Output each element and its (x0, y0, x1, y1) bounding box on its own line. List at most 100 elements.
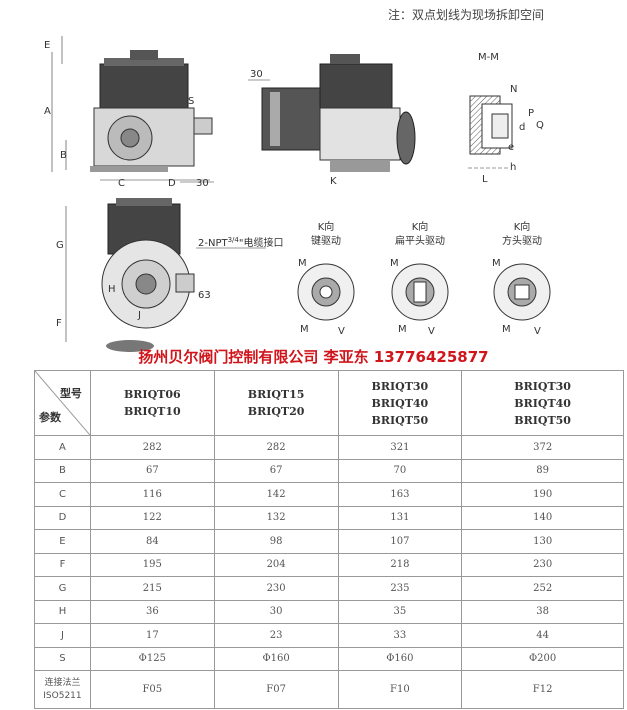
view3-v: V (534, 326, 541, 337)
table-cell: 33 (337, 623, 463, 648)
table-cell: 140 (461, 505, 624, 530)
view3-m-bottom: M (502, 324, 511, 335)
table-cell: 321 (337, 435, 463, 460)
table-cell: F07 (213, 670, 339, 709)
row-label: S (34, 646, 91, 671)
table-cell: 122 (89, 505, 215, 530)
table-cell: 235 (337, 576, 463, 601)
connection-label: 2-NPT3/4"电缆接口 (198, 236, 283, 249)
dim-s: S (188, 96, 194, 107)
dim-30-left: 30 (196, 178, 209, 189)
table-cell: 282 (89, 435, 215, 460)
table-cell: F10 (337, 670, 463, 709)
table-cell: Φ200 (461, 646, 624, 671)
label-h: h (510, 162, 516, 173)
table-cell: 190 (461, 482, 624, 507)
dim-c: C (118, 178, 125, 189)
row-label: E (34, 529, 91, 554)
table-cell: 23 (213, 623, 339, 648)
dim-j: J (137, 310, 141, 321)
table-cell: 130 (461, 529, 624, 554)
k-marker: K (330, 176, 337, 187)
table-cell: 38 (461, 599, 624, 624)
view3-subtitle: 方头驱动 (502, 234, 542, 247)
label-q: Q (536, 120, 544, 131)
table-cell: 230 (461, 552, 624, 577)
view1-m-bottom: M (300, 324, 309, 335)
corner-param-label: 参数 (39, 411, 61, 424)
table-cell: F12 (461, 670, 624, 709)
dim-g: G (56, 240, 64, 251)
table-cell: 142 (213, 482, 339, 507)
row-label: A (34, 435, 91, 460)
table-cell: 30 (213, 599, 339, 624)
table-cell: 204 (213, 552, 339, 577)
table-corner-cell: 型号 参数 (34, 370, 91, 436)
view1-m-top: M (298, 258, 307, 269)
table-cell: 17 (89, 623, 215, 648)
table-cell: 252 (461, 576, 624, 601)
side-view: 30 K (248, 54, 416, 187)
company-contact: 扬州贝尔阀门控制有限公司 李亚东 13776425877 (138, 348, 489, 366)
k-views: K向 键驱动 M M V K向 扁平头驱动 M M V K向 方头驱动 M M (297, 220, 551, 337)
table-cell: 35 (337, 599, 463, 624)
table-cell: 372 (461, 435, 624, 460)
dim-h: H (108, 284, 116, 295)
row-label: D (34, 505, 91, 530)
dim-a: A (44, 106, 51, 117)
dim-e: E (44, 40, 50, 51)
table-cell: 195 (89, 552, 215, 577)
row-label: B (34, 458, 91, 483)
table-cell: 89 (461, 458, 624, 483)
table-cell: 132 (213, 505, 339, 530)
drawing-note: 注：双点划线为现场拆卸空间 (388, 8, 545, 22)
view2-m-bottom: M (398, 324, 407, 335)
view1-subtitle: 键驱动 (311, 234, 341, 247)
view1-v: V (338, 326, 345, 337)
view2-v: V (428, 326, 435, 337)
table-cell: 98 (213, 529, 339, 554)
section-label: M-M (478, 52, 499, 63)
view1-title: K向 (318, 220, 335, 233)
table-cell: 36 (89, 599, 215, 624)
dim-b: B (60, 150, 67, 161)
label-p: P (528, 108, 534, 119)
row-label: G (34, 576, 91, 601)
row-label: C (34, 482, 91, 507)
dim-f: F (56, 318, 62, 329)
table-cell: 282 (213, 435, 339, 460)
row-label: F (34, 552, 91, 577)
table-cell: 84 (89, 529, 215, 554)
row-label: J (34, 623, 91, 648)
row-label: H (34, 599, 91, 624)
view2-subtitle: 扁平头驱动 (395, 234, 445, 247)
view2-m-top: M (390, 258, 399, 269)
table-cell: 218 (337, 552, 463, 577)
table-cell: Φ125 (89, 646, 215, 671)
dim-d: D (168, 178, 176, 189)
table-cell: 163 (337, 482, 463, 507)
table-cell: 131 (337, 505, 463, 530)
table-cell: 44 (461, 623, 624, 648)
dim-30-mid: 30 (250, 69, 263, 80)
view2-title: K向 (412, 220, 429, 233)
table-cell: 230 (213, 576, 339, 601)
table-cell: Φ160 (337, 646, 463, 671)
dim-63: 63 (198, 290, 211, 301)
corner-diagonal (35, 371, 90, 435)
table-cell: 215 (89, 576, 215, 601)
